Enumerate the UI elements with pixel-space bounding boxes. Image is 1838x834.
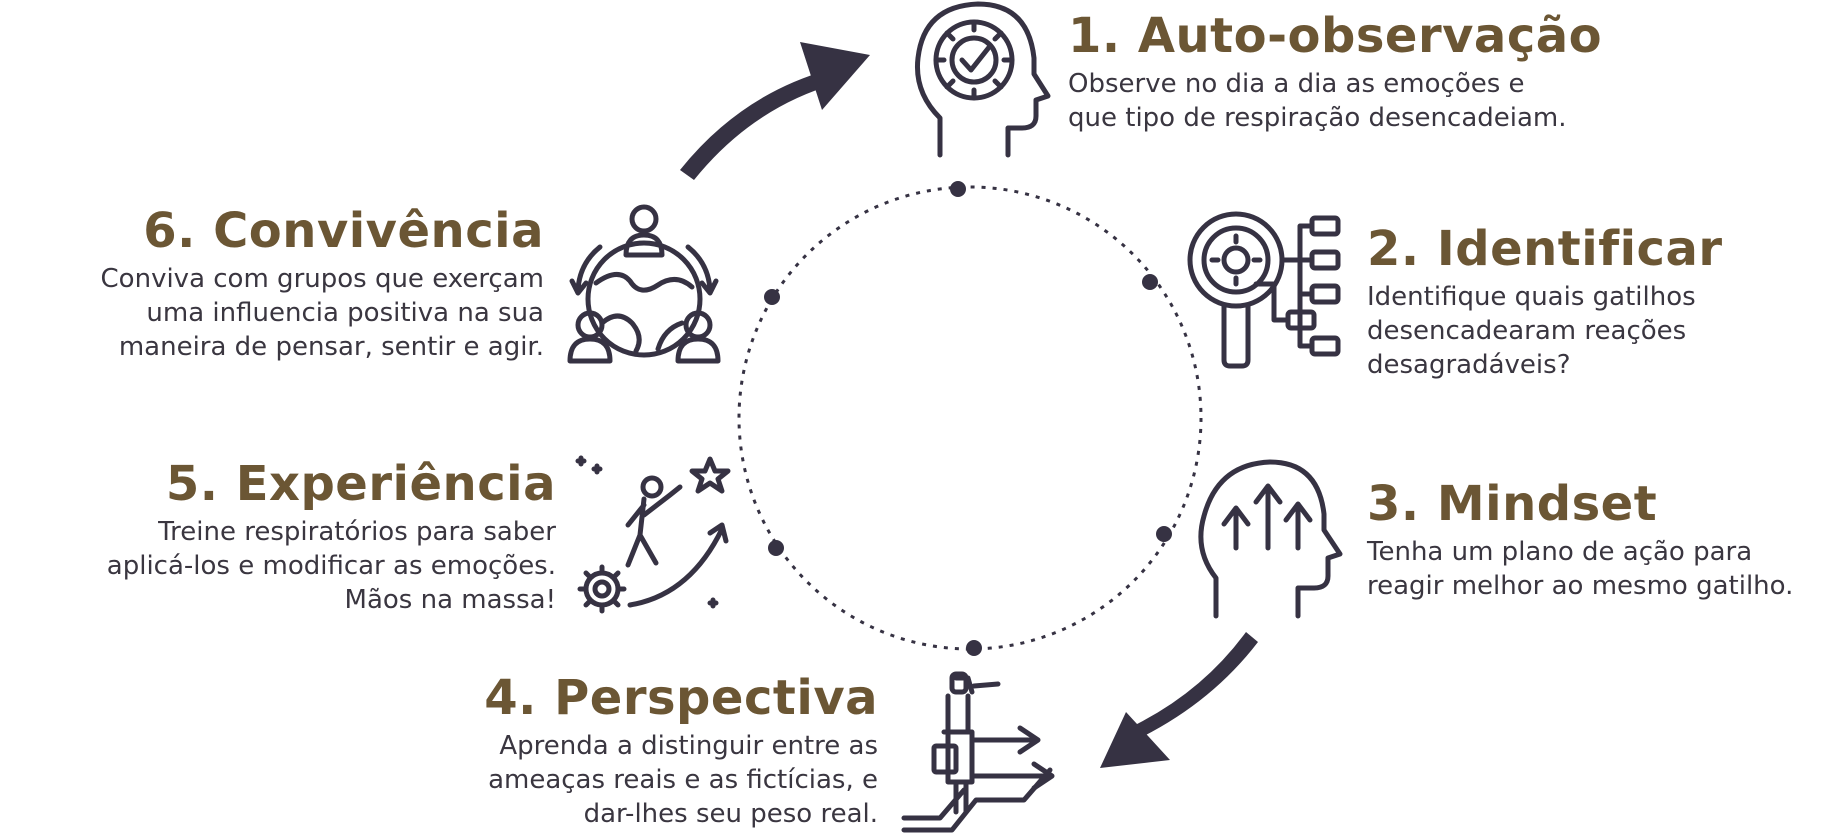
step-5: 5. Experiência Treine respiratórios para… (107, 458, 556, 617)
step-5-line: Treine respiratórios para saber (158, 516, 556, 547)
step-1-title: 1. Auto-observação (1068, 8, 1603, 64)
step-4-line: ameaças reais e as fictícias, e (488, 764, 878, 795)
step-1: 1. Auto-observação Observe no dia a dia … (1068, 10, 1602, 135)
globe-people-icon (567, 204, 721, 364)
businessman-binoculars-icon (901, 671, 1055, 833)
head-gear-check-icon (914, 1, 1051, 158)
step-6: 6. Convivência Conviva com grupos que ex… (101, 205, 544, 364)
step-4-title: 4. Perspectiva (484, 670, 878, 726)
step-4-line: Aprenda a distinguir entre as (499, 730, 878, 761)
cycle-node (768, 540, 784, 556)
step-3: 3. Mindset Tenha um plano de ação para r… (1367, 478, 1793, 603)
step-4-line: dar-lhes seu peso real. (583, 798, 878, 829)
step-5-description: Treine respiratórios para saber aplicá-l… (107, 515, 556, 617)
step-6-line: uma influencia positiva na sua (146, 297, 544, 328)
step-1-line: que tipo de respiração desencadeiam. (1068, 102, 1567, 133)
step-6-line: Conviva com grupos que exerçam (100, 263, 544, 294)
step-5-title: 5. Experiência (165, 456, 556, 512)
climber-star-gear-icon (575, 455, 731, 614)
cycle-arrow-top (680, 42, 870, 180)
step-2-line: desagradáveis? (1367, 349, 1571, 380)
step-6-description: Conviva com grupos que exerçam uma influ… (101, 262, 544, 364)
dotted-cycle-ring (737, 185, 1203, 651)
step-6-title: 6. Convivência (143, 203, 544, 259)
cycle-arrow-bottom (1100, 632, 1258, 768)
step-2-line: desencadearam reações (1367, 315, 1687, 346)
step-3-title: 3. Mindset (1367, 476, 1658, 532)
step-3-line: Tenha um plano de ação para (1367, 536, 1753, 567)
step-3-description: Tenha um plano de ação para reagir melho… (1367, 535, 1793, 603)
step-4-description: Aprenda a distinguir entre as ameaças re… (484, 729, 878, 831)
cycle-node (1142, 274, 1158, 290)
step-5-line: Mãos na massa! (344, 584, 556, 615)
step-2: 2. Identificar Identifique quais gatilho… (1367, 223, 1723, 382)
step-2-description: Identifique quais gatilhos desencadearam… (1367, 280, 1723, 382)
step-2-title: 2. Identificar (1367, 221, 1723, 277)
step-1-line: Observe no dia a dia as emoções e (1068, 68, 1525, 99)
step-6-line: maneira de pensar, sentir e agir. (118, 331, 544, 362)
cycle-node (764, 289, 780, 305)
magnifier-gear-icon (1187, 211, 1341, 369)
step-3-line: reagir melhor ao mesmo gatilho. (1367, 570, 1794, 601)
head-arrows-up-icon (1198, 459, 1343, 619)
cycle-node (1156, 526, 1172, 542)
cycle-node (966, 640, 982, 656)
step-4: 4. Perspectiva Aprenda a distinguir entr… (484, 672, 878, 831)
step-5-line: aplicá-los e modificar as emoções. (106, 550, 556, 581)
step-1-description: Observe no dia a dia as emoções e que ti… (1068, 67, 1602, 135)
cycle-node (950, 181, 966, 197)
step-2-line: Identifique quais gatilhos (1367, 281, 1696, 312)
